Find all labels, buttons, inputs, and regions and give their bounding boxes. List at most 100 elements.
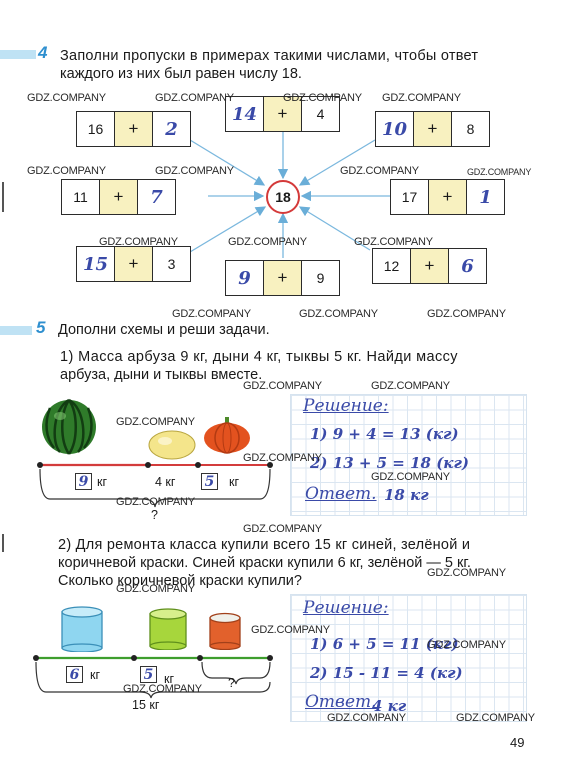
watermark: GDZ.COMPANY — [116, 496, 195, 508]
addend-printed: 8 — [451, 112, 489, 146]
green-paint-can — [149, 608, 187, 650]
watermark: GDZ.COMPANY — [116, 416, 195, 428]
watermark: GDZ.COMPANY — [155, 165, 234, 177]
equation-box-1: 16 + 2 — [76, 111, 191, 147]
watermark: GDZ.COMPANY — [299, 308, 378, 320]
addend-written[interactable]: 1 — [466, 180, 504, 214]
scheme1-diagram — [37, 462, 273, 508]
task5-number: 5 — [36, 318, 46, 337]
solution2-step2: 2) 15 - 11 = 4 (кг) — [310, 664, 463, 682]
watermark: GDZ.COMPANY — [243, 380, 322, 392]
task4-text-line2: каждого из них был равен числу 18. — [60, 66, 302, 82]
task4-text-line1: Заполни пропуски в примерах такими числа… — [60, 48, 479, 64]
watermark: GDZ.COMPANY — [116, 583, 195, 595]
addend-printed: 17 — [401, 189, 418, 205]
watermark: GDZ.COMPANY — [467, 167, 532, 177]
melon-image — [148, 430, 196, 460]
addend-printed: 12 — [383, 258, 400, 274]
addend-written[interactable]: 6 — [448, 249, 486, 283]
scheme2-box-blue[interactable]: 6 — [66, 666, 83, 683]
equation-box-4: 11 + 7 — [61, 179, 176, 215]
solution1-step1: 1) 9 + 4 = 13 (кг) — [310, 425, 459, 443]
equation-box-3: 10 + 8 — [375, 111, 490, 147]
addend-printed: 4 — [301, 97, 339, 131]
plus-sign: + — [99, 180, 137, 214]
margin-mark — [2, 534, 4, 552]
scheme2-question: ? — [228, 676, 235, 690]
watermark: GDZ.COMPANY — [382, 92, 461, 104]
solution1-grid — [290, 394, 527, 516]
center-number: 18 — [266, 180, 300, 214]
addend-written[interactable]: 15 — [82, 253, 109, 275]
task4-number: 4 — [38, 43, 48, 62]
addend-written[interactable]: 14 — [231, 103, 258, 125]
watermark: GDZ.COMPANY — [371, 471, 450, 483]
plus-sign: + — [263, 97, 301, 131]
page-number: 49 — [510, 735, 525, 750]
solution1-label: Решение: — [303, 396, 389, 416]
watermelon-image — [42, 398, 96, 455]
watermark: GDZ.COMPANY — [371, 380, 450, 392]
scheme1-unit3: кг — [229, 475, 240, 489]
watermark: GDZ.COMPANY — [354, 236, 433, 248]
problem2-line2: коричневой краски. Синей краски купили 6… — [58, 555, 471, 571]
plus-sign: + — [428, 180, 466, 214]
scheme2-box-green[interactable]: 5 — [140, 666, 157, 683]
solution2-step1: 1) 6 + 5 = 11 (кг) — [310, 635, 459, 653]
watermark: GDZ.COMPANY — [243, 523, 322, 535]
answer2-label: Ответ. — [305, 692, 377, 712]
problem1-line1: 1) Масса арбуза 9 кг, дыни 4 кг, тыквы 5… — [60, 349, 458, 365]
watermark: GDZ.COMPANY — [427, 308, 506, 320]
watermark: GDZ.COMPANY — [27, 165, 106, 177]
answer1-label: Ответ. — [305, 484, 377, 504]
task4-stripe — [0, 50, 36, 59]
watermark: GDZ.COMPANY — [99, 236, 178, 248]
watermark: GDZ.COMPANY — [243, 452, 322, 464]
addend-printed: 3 — [152, 247, 190, 281]
watermark: GDZ.COMPANY — [456, 712, 535, 724]
equation-box-7: 9 + 9 — [225, 260, 340, 296]
addend-written[interactable]: 7 — [137, 180, 175, 214]
scheme1-box-watermelon[interactable]: 9 — [75, 473, 92, 490]
scheme2-unit1: кг — [90, 668, 101, 682]
addend-written[interactable]: 10 — [381, 118, 408, 140]
solution2-grid — [290, 594, 527, 722]
solution2-label: Решение: — [303, 598, 389, 618]
plus-sign: + — [114, 112, 152, 146]
watermark: GDZ.COMPANY — [172, 308, 251, 320]
plus-sign: + — [413, 112, 451, 146]
problem2-line3: Сколько коричневой краски купили? — [58, 573, 302, 589]
task4-arrows — [189, 132, 390, 258]
watermark: GDZ.COMPANY — [283, 92, 362, 104]
plus-sign: + — [410, 249, 448, 283]
scheme2-unit2: кг — [164, 672, 175, 686]
scheme2-diagram — [33, 655, 273, 699]
watermark: GDZ.COMPANY — [123, 683, 202, 695]
watermark: GDZ.COMPANY — [327, 712, 406, 724]
blue-paint-can — [61, 606, 103, 652]
equation-box-2: 14 + 4 — [225, 96, 340, 132]
addend-written[interactable]: 9 — [238, 267, 251, 289]
equation-box-8: 12 + 6 — [372, 248, 487, 284]
watermark: GDZ.COMPANY — [340, 165, 419, 177]
addend-printed: 9 — [301, 261, 339, 295]
answer2-value: 4 кг — [372, 697, 407, 715]
plus-sign: + — [263, 261, 301, 295]
plus-sign: + — [114, 247, 152, 281]
scheme1-melon-mass: 4 кг — [155, 475, 176, 489]
watermark: GDZ.COMPANY — [155, 92, 234, 104]
watermark: GDZ.COMPANY — [427, 567, 506, 579]
scheme1-unit1: кг — [97, 475, 108, 489]
scheme1-question: ? — [151, 508, 158, 522]
solution1-step2: 2) 13 + 5 = 18 (кг) — [310, 454, 469, 472]
problem2-line1: 2) Для ремонта класса купили всего 15 кг… — [58, 537, 471, 553]
problem1-line2: арбуза, дыни и тыквы вместе. — [60, 367, 263, 383]
addend-written[interactable]: 2 — [152, 112, 190, 146]
scheme1-box-pumpkin[interactable]: 5 — [201, 473, 218, 490]
watermark: GDZ.COMPANY — [251, 624, 330, 636]
equation-box-6: 15 + 3 — [76, 246, 191, 282]
task5-stripe — [0, 326, 32, 335]
addend-printed: 16 — [87, 121, 104, 137]
watermark: GDZ.COMPANY — [228, 236, 307, 248]
watermark: GDZ.COMPANY — [427, 639, 506, 651]
